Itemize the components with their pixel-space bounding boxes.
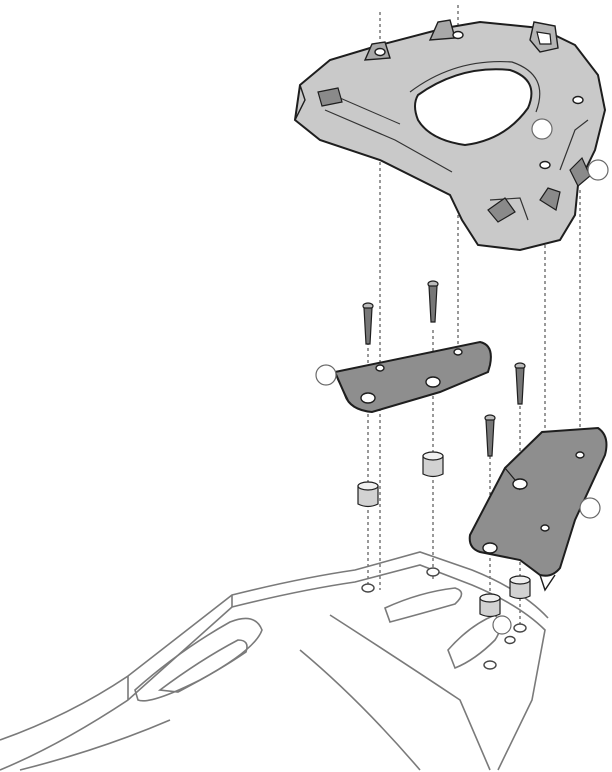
- callout-marker: [492, 615, 512, 635]
- spacer: [357, 481, 379, 508]
- motorcycle-rear-rack: [0, 551, 549, 771]
- spacers: [357, 451, 531, 618]
- plate-hole: [374, 47, 386, 57]
- rack-hole: [426, 567, 440, 577]
- bracket-hole: [512, 478, 528, 490]
- rack-hole: [504, 635, 516, 645]
- plate-hole: [539, 160, 551, 170]
- callout-marker: [587, 159, 609, 181]
- callout-marker: [531, 118, 553, 140]
- bracket-hole: [540, 524, 550, 532]
- bracket-hole: [360, 392, 376, 404]
- top-case-mounting-plate: [293, 19, 607, 252]
- rack-hole: [483, 660, 497, 670]
- bracket-hole: [375, 364, 385, 372]
- rack-mounting-holes: [361, 567, 527, 670]
- bracket-hole: [453, 348, 463, 356]
- plate-hole: [572, 95, 584, 105]
- right-bracket: [468, 426, 608, 592]
- callouts: [315, 118, 609, 635]
- screw: [427, 280, 439, 323]
- screws: [362, 280, 526, 457]
- left-bracket: [333, 340, 492, 414]
- spacer: [422, 451, 444, 478]
- screw: [514, 362, 526, 405]
- rack-hole: [361, 583, 375, 593]
- callout-marker: [579, 497, 601, 519]
- screw: [362, 302, 374, 345]
- rack-hole: [513, 623, 527, 633]
- bracket-hole: [482, 542, 498, 554]
- plate-hole: [452, 30, 464, 40]
- spacer: [479, 593, 501, 618]
- bracket-hole: [425, 376, 441, 388]
- callout-marker: [315, 364, 337, 386]
- spacer: [509, 575, 531, 600]
- bracket-hole: [575, 451, 585, 459]
- screw: [484, 414, 496, 457]
